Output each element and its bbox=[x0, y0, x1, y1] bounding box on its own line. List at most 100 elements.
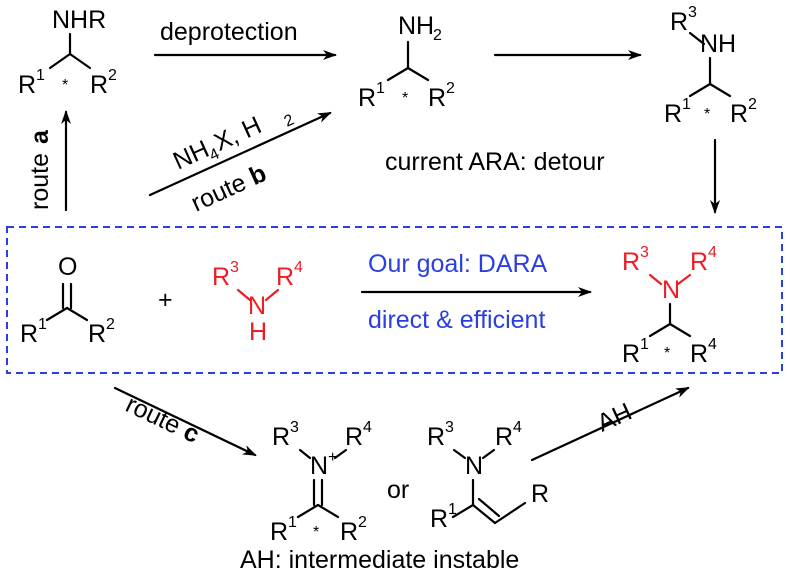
r4-label: R bbox=[276, 263, 294, 291]
bond-c-r2 bbox=[708, 82, 732, 98]
route-b-letter: b bbox=[245, 159, 271, 191]
r3-label: R bbox=[272, 423, 290, 451]
bond-r3-n bbox=[688, 31, 706, 46]
bond-c-r2 bbox=[68, 52, 92, 70]
r3-label: R bbox=[212, 263, 230, 291]
bond-n-r4 bbox=[676, 273, 692, 286]
bond-n-r4 bbox=[264, 288, 280, 302]
bond-r3-n bbox=[298, 448, 312, 460]
direct-efficient-label: direct & efficient bbox=[368, 306, 545, 334]
r2-superscript: 2 bbox=[106, 316, 115, 333]
stereo-star: * bbox=[313, 524, 319, 541]
bond-r3-n bbox=[452, 448, 467, 460]
bond-r3-n bbox=[236, 288, 252, 302]
r1-label: R bbox=[664, 100, 682, 128]
route-a-letter: a bbox=[26, 129, 54, 144]
r2-superscript: 2 bbox=[358, 514, 367, 531]
r2-label: R bbox=[88, 320, 106, 348]
h-label: H bbox=[249, 318, 267, 346]
bond-c-r1 bbox=[386, 66, 410, 82]
r2-label: R bbox=[428, 84, 446, 112]
amine-reagent: R 3 N R 4 H bbox=[212, 259, 303, 346]
bond-c-r1 bbox=[45, 306, 69, 322]
r1-superscript: 1 bbox=[448, 501, 457, 518]
bond-n-r4 bbox=[333, 448, 348, 460]
bond-c-r1 bbox=[451, 503, 475, 519]
goal-box bbox=[6, 226, 783, 374]
r1-superscript: 1 bbox=[36, 67, 45, 84]
r2-superscript: 2 bbox=[748, 96, 757, 113]
r4-superscript: 4 bbox=[708, 244, 717, 261]
r3-superscript: 3 bbox=[445, 419, 454, 436]
secondary-amine: R 3 NH R 1 * R 2 bbox=[664, 4, 757, 128]
r2-superscript: 4 bbox=[708, 336, 717, 353]
r1-superscript: 1 bbox=[38, 316, 47, 333]
r1-label: R bbox=[358, 84, 376, 112]
route-c-arrow bbox=[113, 386, 257, 457]
n-label: N bbox=[662, 276, 680, 304]
bond-c-r bbox=[493, 501, 527, 525]
r2-superscript: 2 bbox=[446, 80, 455, 97]
n-label: N bbox=[248, 292, 266, 320]
or-label: or bbox=[387, 476, 409, 504]
r3-label: R bbox=[670, 8, 688, 36]
stereo-star: * bbox=[62, 77, 68, 94]
nhr-label: NHR bbox=[52, 6, 106, 34]
bond-c-r1 bbox=[48, 52, 72, 70]
r3-superscript: 3 bbox=[640, 244, 649, 261]
route-a-label: route a bbox=[26, 129, 54, 210]
r2-label: R bbox=[340, 518, 358, 546]
route-b-label: route b bbox=[187, 159, 271, 217]
r3-superscript: 3 bbox=[290, 419, 299, 436]
bond-c-r2 bbox=[316, 503, 340, 519]
bond-c-r2 bbox=[65, 306, 89, 322]
route-c-word: route bbox=[121, 390, 184, 440]
bond-r3-n bbox=[648, 273, 663, 286]
r4-label: R bbox=[345, 423, 363, 451]
r1-superscript: 1 bbox=[288, 514, 297, 531]
nh-label: NH bbox=[700, 30, 736, 58]
tertiary-amine-product: R 3 N R 4 R 1 * R 4 bbox=[622, 244, 717, 368]
alkene-bond-1 bbox=[471, 503, 497, 525]
r2-label: R bbox=[690, 340, 708, 368]
oxygen-label: O bbox=[58, 253, 77, 281]
r1-superscript: 1 bbox=[682, 96, 691, 113]
route-c-label: route c bbox=[121, 390, 203, 449]
r4-label: R bbox=[495, 423, 513, 451]
r1-superscript: 1 bbox=[376, 80, 385, 97]
r1-label: R bbox=[430, 505, 448, 533]
n-label: N bbox=[465, 452, 483, 480]
route-b-arrow bbox=[148, 111, 332, 197]
bond-n-r4 bbox=[481, 448, 496, 460]
h2-subscript: 2 bbox=[282, 111, 297, 130]
ah-arrow bbox=[530, 386, 690, 462]
current-ara-label: current ARA: detour bbox=[385, 148, 605, 176]
r2-label: R bbox=[90, 71, 108, 99]
r1-label: R bbox=[20, 320, 38, 348]
route-c-letter: c bbox=[179, 418, 204, 449]
bond-c-r2 bbox=[668, 322, 692, 338]
r3-label: R bbox=[427, 423, 445, 451]
r3-label: R bbox=[622, 248, 640, 276]
bond-c-r1 bbox=[296, 503, 320, 519]
r4-label: R bbox=[690, 248, 708, 276]
route-b-word: route bbox=[187, 168, 250, 217]
alkene-bond-2 bbox=[477, 497, 501, 518]
r4-superscript: 4 bbox=[294, 259, 303, 276]
nh2-subscript: 2 bbox=[433, 27, 442, 44]
r1-label: R bbox=[622, 340, 640, 368]
r3-superscript: 3 bbox=[230, 259, 239, 276]
nh4x-tail: X, H bbox=[210, 111, 266, 157]
r1-superscript: 1 bbox=[640, 336, 649, 353]
primary-amine: NH 2 R 1 * R 2 bbox=[358, 12, 455, 112]
r3-superscript: 3 bbox=[688, 4, 697, 21]
protected-amine: NHR R 1 * R 2 bbox=[18, 6, 117, 99]
enamine-intermediate: R 3 N R 4 R 1 R bbox=[427, 419, 549, 533]
our-goal-label: Our goal: DARA bbox=[368, 250, 548, 278]
plus-sign: + bbox=[158, 286, 173, 314]
ketone: O R 1 R 2 bbox=[20, 253, 115, 348]
r2-label: R bbox=[730, 100, 748, 128]
r4-superscript: 4 bbox=[513, 419, 522, 436]
